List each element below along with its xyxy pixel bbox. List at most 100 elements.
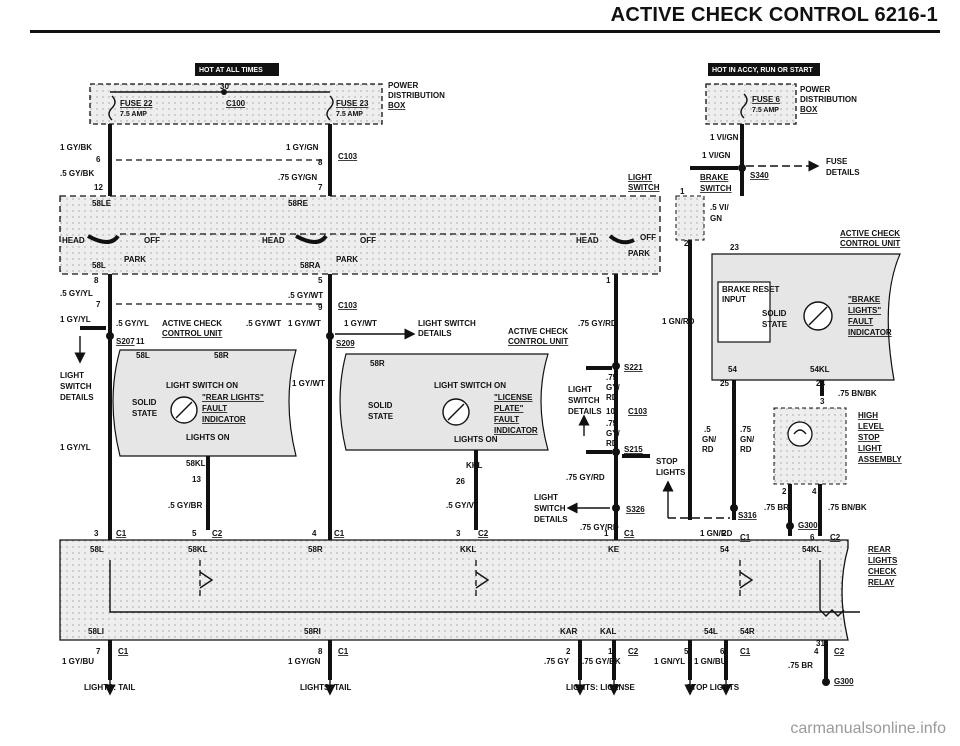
svg-text:G300: G300 — [834, 677, 854, 686]
light-switch-details-link-2[interactable]: DETAILS — [418, 329, 452, 338]
wire-label: .75 GY/BK — [582, 657, 621, 666]
wire-label: 1 GY/GN — [286, 143, 319, 152]
pin-label: 25 — [720, 379, 729, 388]
splice-s209: S209 — [326, 332, 355, 348]
lights-license-link[interactable]: LIGHTS: LICENSE — [566, 683, 636, 692]
svg-text:58R: 58R — [370, 359, 385, 368]
svg-text:SOLID: SOLID — [368, 401, 393, 410]
wire-label: 1 GY/BU — [62, 657, 94, 666]
pin-label: 12 — [94, 183, 103, 192]
side-label: RD — [606, 393, 618, 402]
svg-text:FUSE 22: FUSE 22 — [120, 99, 153, 108]
svg-text:STATE: STATE — [132, 409, 158, 418]
pin-label: 7 — [96, 647, 101, 656]
side-label: .75 — [740, 425, 752, 434]
side-label: .75 — [606, 373, 618, 382]
svg-text:INPUT: INPUT — [722, 295, 746, 304]
brake-switch: 1 2 — [675, 187, 705, 248]
wire-label: .5 VI/ — [710, 203, 729, 212]
wire-label: .75 BR — [764, 503, 789, 512]
pin-label: 26 — [456, 477, 465, 486]
svg-text:"BRAKE: "BRAKE — [848, 295, 881, 304]
pin-label: 5 — [684, 647, 689, 656]
side-label: RD — [740, 445, 752, 454]
connector-c1-2: C1 — [334, 529, 345, 538]
connector-c103-3: C103 — [628, 407, 648, 416]
svg-text:LIGHTS": LIGHTS" — [848, 306, 881, 315]
connector-c1-7: C1 — [740, 647, 751, 656]
light-switch-details-link[interactable]: LIGHT SWITCH — [418, 319, 476, 328]
splice-s207: S207 11 — [106, 332, 145, 346]
side-label: RD — [702, 445, 714, 454]
connector-c2-3: C2 — [830, 533, 841, 542]
license-plate-module: 58R LIGHT SWITCH ON SOLID STATE "LICENSE… — [339, 353, 549, 470]
connector-c1: C1 — [116, 529, 127, 538]
wire-label: 1 GN/RD — [700, 529, 733, 538]
wire-label: .5 GY/WT — [288, 291, 323, 300]
wire-label: 1 GY/YL — [60, 315, 91, 324]
svg-text:KE: KE — [608, 545, 620, 554]
side-label: .5 — [704, 425, 711, 434]
pdb-label-left-3: BOX — [388, 101, 406, 110]
tag-hot-in-accy: HOT IN ACCY, RUN OR START — [708, 63, 820, 76]
side-label: DETAILS — [568, 407, 602, 416]
svg-text:LIGHTS ON: LIGHTS ON — [186, 433, 230, 442]
relay-label: CHECK — [868, 567, 897, 576]
connector-c2: C2 — [212, 529, 223, 538]
brake-switch-label-2: SWITCH — [700, 184, 732, 193]
splice-s316: S316 — [730, 504, 757, 520]
acu-label-mid-2: CONTROL UNIT — [508, 337, 568, 346]
pdb-label-right-3: BOX — [800, 105, 818, 114]
relay-label: LIGHTS — [868, 556, 898, 565]
svg-text:2: 2 — [782, 487, 787, 496]
pdb-label-left-2: DISTRIBUTION — [388, 91, 445, 100]
svg-text:54L: 54L — [704, 627, 718, 636]
svg-text:58L: 58L — [90, 545, 104, 554]
svg-text:FAULT: FAULT — [848, 317, 873, 326]
svg-text:4: 4 — [812, 487, 817, 496]
wire-label: 1 GY/WT — [288, 319, 321, 328]
pdb-label-right: POWER — [800, 85, 830, 94]
fuse-details-link[interactable]: FUSE — [826, 157, 848, 166]
wire-label: .5 GY/BR — [168, 501, 202, 510]
pdb-label-left: POWER — [388, 81, 418, 90]
svg-text:58LE: 58LE — [92, 199, 112, 208]
svg-text:PARK: PARK — [336, 255, 358, 264]
svg-text:G300: G300 — [798, 521, 818, 530]
stop-lights-link[interactable]: STOP LIGHTS — [686, 683, 740, 692]
fuse-details-link-2[interactable]: DETAILS — [826, 168, 860, 177]
pin-label: 7 — [96, 300, 101, 309]
pin-label: 1 — [604, 529, 609, 538]
svg-text:30: 30 — [220, 82, 229, 91]
wire-label: 1 VI/GN — [702, 151, 731, 160]
acu-label-right: ACTIVE CHECK — [840, 229, 900, 238]
wire-label: .75 GY/RD — [580, 523, 619, 532]
svg-text:54: 54 — [720, 545, 729, 554]
splice-s215: S215 — [612, 445, 643, 456]
svg-text:C100: C100 — [226, 99, 246, 108]
ground-g300-bottom: G300 — [822, 677, 854, 686]
page-title: ACTIVE CHECK CONTROL 6216-1 — [610, 4, 938, 26]
ground-g300: G300 — [786, 521, 818, 530]
lights-tail-link-2[interactable]: LIGHTS: TAIL — [300, 683, 352, 692]
wire-label: .75 BR — [788, 661, 813, 670]
pin-label: 2 — [722, 529, 727, 538]
power-distribution-box-left: 30 FUSE 22 7.5 AMP C100 FUSE 23 7.5 AMP — [89, 82, 383, 125]
side-label: GY/ — [606, 383, 621, 392]
pin-label: 3 — [820, 397, 825, 406]
svg-text:LIGHTS ON: LIGHTS ON — [454, 435, 498, 444]
svg-text:11: 11 — [136, 337, 145, 346]
connector-c1-4: C1 — [740, 533, 751, 542]
light-switch: 58LE 58RE HEAD OFF HEAD OFF HEAD OFF PAR… — [59, 195, 661, 275]
wire-label: .5 GY/WT — [246, 319, 281, 328]
svg-text:54KL: 54KL — [810, 365, 830, 374]
connector-c1-3: C1 — [624, 529, 635, 538]
pin-label: 8 — [318, 647, 323, 656]
svg-text:OFF: OFF — [640, 233, 656, 242]
connector-c103: C103 — [338, 152, 358, 161]
pin-label: 1 — [606, 276, 611, 285]
pin-label: 7 — [318, 183, 323, 192]
svg-text:FUSE 23: FUSE 23 — [336, 99, 369, 108]
lights-tail-link[interactable]: LIGHTS: TAIL — [84, 683, 136, 692]
rear-lights-module: 58L 58R LIGHT SWITCH ON SOLID STATE "REA… — [112, 349, 297, 468]
